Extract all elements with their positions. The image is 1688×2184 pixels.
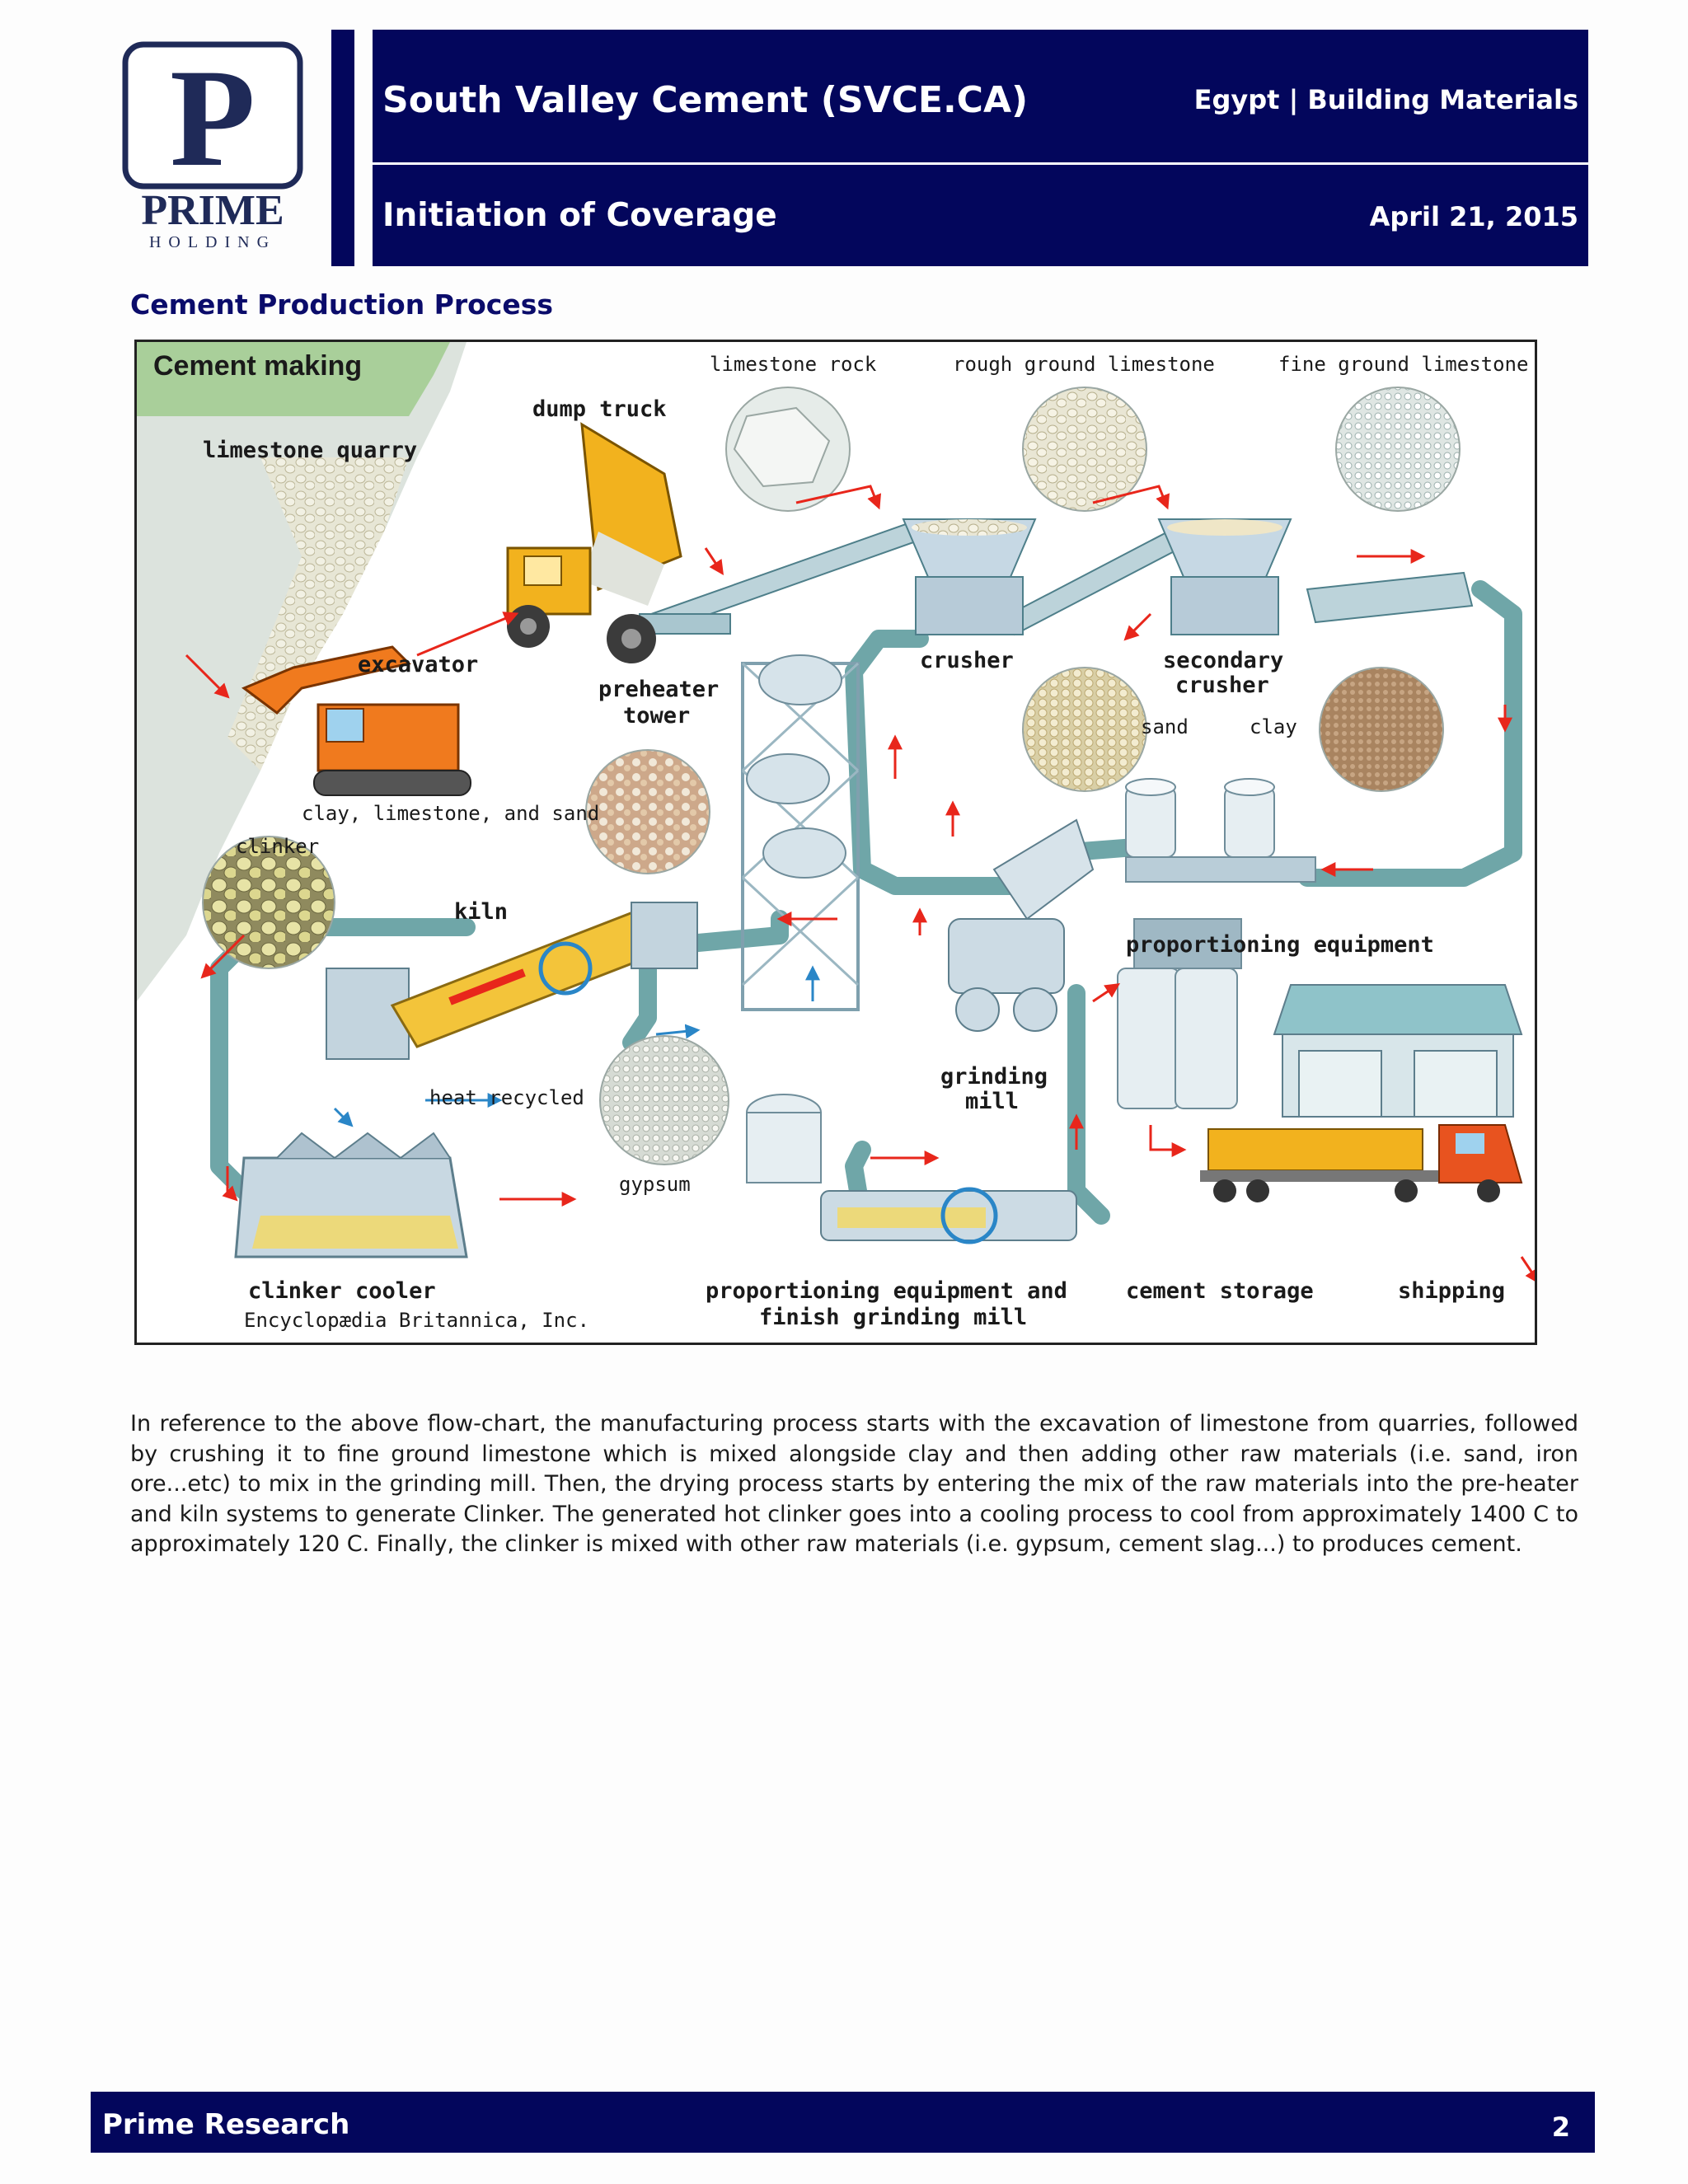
label-limestone-rock: limestone rock xyxy=(710,353,877,376)
clinker-cooler-unit xyxy=(236,1133,467,1257)
secondary-crusher-machine xyxy=(1159,519,1291,635)
label-crusher: crusher xyxy=(920,648,1014,673)
label-rough-ground-limestone: rough ground limestone xyxy=(953,353,1215,376)
label-grinding: grinding xyxy=(940,1064,1048,1090)
header-banner: South Valley Cement (SVCE.CA) Egypt | Bu… xyxy=(373,30,1588,266)
label-shipping: shipping xyxy=(1398,1278,1505,1304)
label-heat-recycled: heat recycled xyxy=(429,1086,584,1109)
body-paragraph: In reference to the above flow-chart, th… xyxy=(130,1409,1578,1560)
figure-credit: Encyclopædia Britannica, Inc. xyxy=(244,1309,589,1332)
label-fine-ground-limestone: fine ground limestone xyxy=(1278,353,1528,376)
page-number: 2 xyxy=(1552,2111,1570,2143)
label-proportioning-equipment: proportioning equipment xyxy=(1126,932,1434,958)
fine-ground-limestone-sample xyxy=(1336,387,1460,511)
label-mill: mill xyxy=(965,1089,1019,1114)
country-sector: Egypt | Building Materials xyxy=(1194,84,1578,115)
svg-text:HOLDING: HOLDING xyxy=(149,233,276,251)
sand-sample xyxy=(1023,668,1146,791)
label-secondary: secondary xyxy=(1163,648,1283,673)
prime-holding-logo: P PRIME HOLDING xyxy=(122,41,305,255)
conveyor-pipes xyxy=(219,589,1513,1216)
conveyors xyxy=(640,519,1472,635)
label-sand: sand xyxy=(1141,715,1189,738)
footer-brand: Prime Research xyxy=(102,2108,349,2141)
label-preheater: preheater xyxy=(598,677,719,702)
label-clinker-cooler: clinker cooler xyxy=(248,1278,436,1304)
label-proportioning-finish-2: finish grinding mill xyxy=(759,1305,1027,1330)
header-accent-bar xyxy=(331,30,354,266)
svg-text:PRIME: PRIME xyxy=(141,187,284,234)
label-excavator: excavator xyxy=(358,652,478,677)
report-date: April 21, 2015 xyxy=(1370,201,1578,232)
label-tower: tower xyxy=(623,703,690,729)
proportioning-silos xyxy=(1126,779,1315,882)
section-title: Cement Production Process xyxy=(130,288,553,321)
mixed-raw-sample xyxy=(586,750,710,874)
label-mix: clay, limestone, and sand xyxy=(302,802,599,825)
delivery-truck xyxy=(1200,1125,1522,1202)
warehouse xyxy=(1274,985,1522,1117)
label-clay: clay xyxy=(1250,715,1297,738)
rough-ground-limestone-sample xyxy=(1023,387,1146,511)
label-kiln: kiln xyxy=(454,899,508,925)
header-divider xyxy=(373,162,1588,165)
label-secondary-crusher: crusher xyxy=(1175,673,1269,698)
label-limestone-quarry: limestone quarry xyxy=(203,438,417,463)
clay-sample xyxy=(1320,668,1443,791)
preheater-tower xyxy=(743,655,858,1010)
label-gypsum: gypsum xyxy=(619,1173,691,1196)
crusher-machine xyxy=(903,519,1035,635)
label-cement-storage: cement storage xyxy=(1126,1278,1314,1304)
gypsum-sample xyxy=(600,1036,729,1165)
svg-text:P: P xyxy=(170,41,256,195)
label-dump-truck: dump truck xyxy=(532,396,667,422)
finish-grinding-mill xyxy=(747,1094,1076,1242)
report-type: Initiation of Coverage xyxy=(382,197,777,234)
label-clinker: clinker xyxy=(236,835,319,858)
report-title: South Valley Cement (SVCE.CA) xyxy=(382,79,1028,121)
cement-process-figure: Cement making limestone quarry dump truc… xyxy=(134,340,1537,1345)
footer-bar: Prime Research 2 xyxy=(91,2092,1595,2153)
figure-title: Cement making xyxy=(153,350,362,382)
label-proportioning-finish-1: proportioning equipment and xyxy=(706,1278,1067,1304)
